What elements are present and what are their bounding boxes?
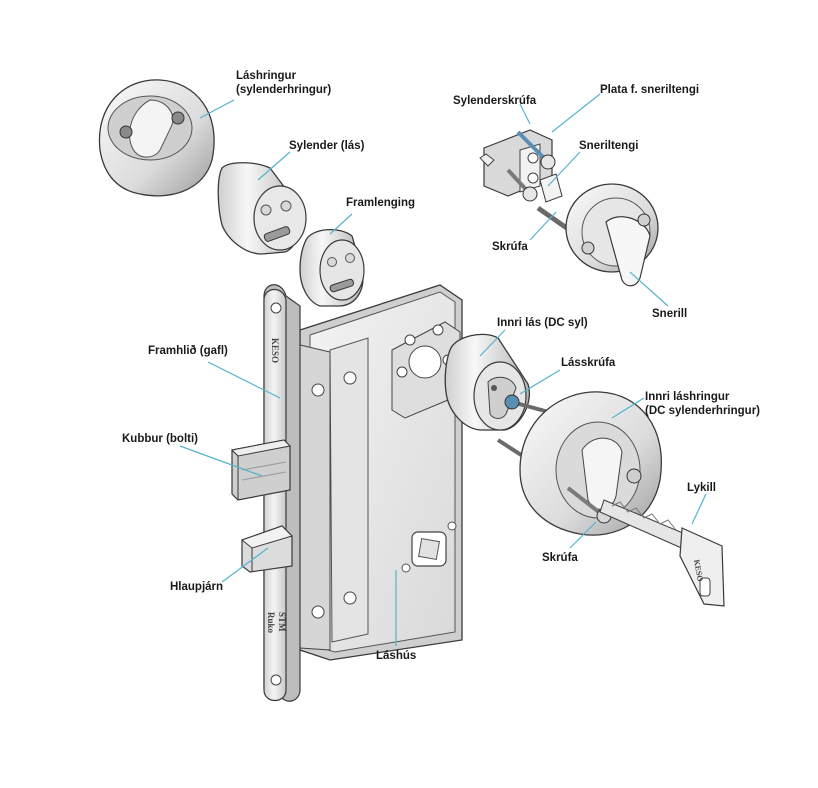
label-plata: Plata f. sneriltengi xyxy=(600,84,700,96)
label-lashringur: Láshringur xyxy=(236,70,297,82)
label-skrufa-bottom: Skrúfa xyxy=(542,552,578,564)
leader-plata xyxy=(551,93,601,133)
label-lashringur-sub: (sylenderhringur) xyxy=(236,84,332,96)
deadbolt xyxy=(230,439,292,501)
label-sneriltengi: Sneriltengi xyxy=(579,140,639,152)
leader-skrufa-bottom xyxy=(569,521,597,549)
label-framhlid: Framhlið (gafl) xyxy=(148,345,228,357)
leader-sneriltengi xyxy=(547,151,581,187)
label-lashus: Láshús xyxy=(376,650,417,662)
faceplate-brand: KESO xyxy=(270,338,280,363)
label-snerill: Snerill xyxy=(652,308,688,320)
label-lykill: Lykill xyxy=(687,482,716,494)
label-innri-lashringur-sub: (DC sylenderhringur) xyxy=(645,405,761,417)
cylinder-screw-top xyxy=(506,130,556,202)
faceplate-model-line1: Ruko xyxy=(266,612,276,634)
leader-lashringur xyxy=(199,99,235,119)
label-lasskrufa: Lásskrúfa xyxy=(561,357,616,369)
label-kubbur: Kubbur (bolti) xyxy=(122,433,199,445)
thumbturn xyxy=(536,183,659,287)
leader-innri-las xyxy=(479,329,506,357)
leader-skrufa-top xyxy=(529,211,557,241)
label-framlenging: Framlenging xyxy=(346,197,416,209)
leader-framhlid xyxy=(207,361,281,399)
leader-innri-lashringur xyxy=(611,397,645,419)
thumbturn-connector xyxy=(539,173,563,203)
key-brand: KESO xyxy=(692,559,705,582)
leader-sylenderskrufa xyxy=(519,103,531,125)
faceplate: KESO Ruko STM xyxy=(263,284,301,702)
leader-sylender xyxy=(257,151,291,181)
lock-cylinder xyxy=(217,162,307,255)
leader-lasskrufa xyxy=(519,369,561,395)
lock-case xyxy=(299,284,463,661)
label-skrufa-top: Skrúfa xyxy=(492,241,528,253)
leader-snerill xyxy=(629,271,669,307)
inner-cylinder-ring xyxy=(496,391,662,536)
label-innri-las: Innri lás (DC syl) xyxy=(497,317,588,329)
leader-lykill xyxy=(691,493,707,525)
faceplate-model-line2: STM xyxy=(277,612,287,632)
leader-kubbur xyxy=(179,445,263,477)
cylinder-ring xyxy=(98,79,215,197)
key: KESO xyxy=(599,499,725,607)
label-sylender: Sylender (lás) xyxy=(289,140,365,152)
cylinder-extension xyxy=(299,229,365,307)
label-hlaupjarn: Hlaupjárn xyxy=(170,581,224,593)
label-sylenderskrufa: Sylenderskrúfa xyxy=(453,95,537,107)
label-innri-lashringur: Innri láshringur xyxy=(645,391,730,403)
leader-framlenging xyxy=(329,213,353,235)
leader-hlaupjarn xyxy=(221,547,269,583)
